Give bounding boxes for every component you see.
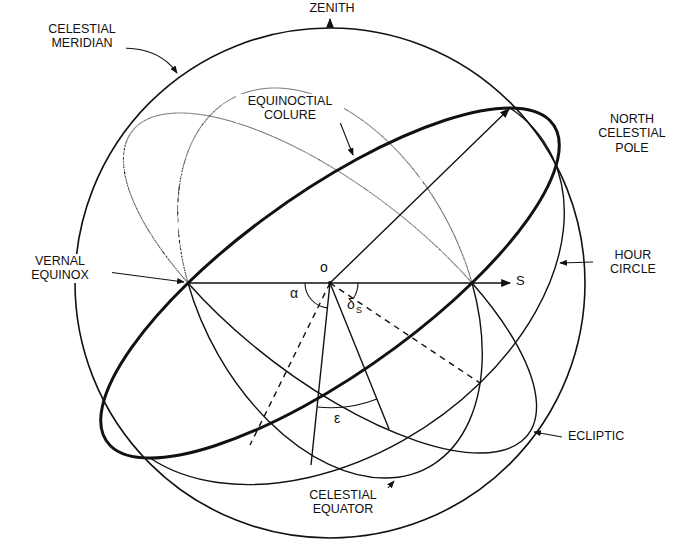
hour-circle-leader [560,262,593,263]
angle-symbol: ε [334,410,346,426]
star-projection [330,283,480,383]
alpha-arc [305,283,327,308]
ecliptic-leader [534,432,562,437]
hidden-radius [250,283,330,445]
epsilon-arc [317,399,377,408]
direction-label: ZENITH [295,1,369,15]
pole-axis [330,109,509,283]
equator-ellipse [133,88,527,478]
zenith-arrow [329,19,330,28]
center-label: o [318,259,330,275]
point-label: VERNAL EQUINOX [8,254,112,283]
equinox-line [188,282,330,283]
star-label: S [516,274,530,289]
point-label: NORTH CELESTIAL POLE [584,112,680,155]
equinox-leader [108,272,184,282]
circle-label: CELESTIAL MERIDIAN [38,22,126,51]
star-direction [330,282,510,283]
meridian-leader [122,48,177,73]
subscript: S [356,305,366,315]
circle-label: HOUR CIRCLE [596,248,670,277]
construction-lines [108,19,593,496]
colure-ellipse [8,108,652,458]
circle-label: EQUINOCTIAL COLURE [236,94,344,123]
circle-label: CELESTIAL EQUATOR [296,488,390,517]
center-point [328,281,332,285]
ecliptic-ellipse [38,113,622,453]
equator-radius [311,283,330,465]
circle-label: ECLIPTIC [566,429,660,443]
meridian-circle [75,28,585,538]
hour-circle-ellipse [150,108,660,543]
angle-symbol: α [290,285,302,301]
